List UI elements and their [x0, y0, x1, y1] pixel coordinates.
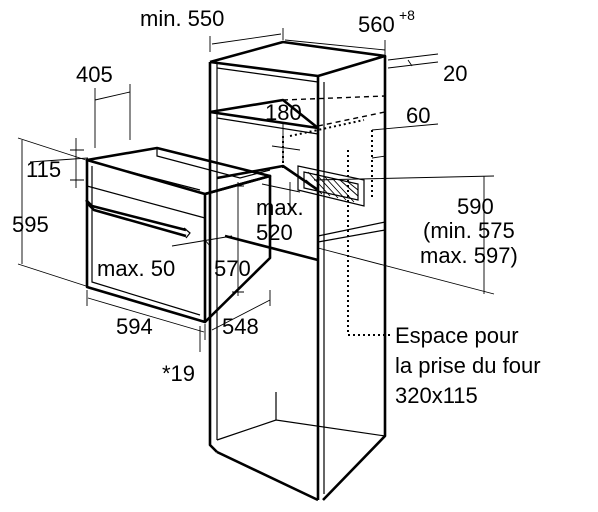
label-180: 180 [265, 100, 302, 125]
socket-note-line3: 320x115 [395, 383, 478, 408]
label-60: 60 [406, 103, 430, 128]
dim-570 [232, 182, 244, 296]
dim-405 [94, 84, 131, 148]
label-520: 520 [256, 220, 293, 245]
socket-leader-line [347, 150, 392, 336]
dim-max-50 [171, 235, 233, 247]
oven-niche-bottom-back [317, 221, 386, 237]
dim-595 [17, 137, 87, 287]
label-vent-max: max. [256, 195, 304, 220]
label-min-550: min. 550 [140, 6, 224, 31]
dimension-lines [17, 28, 495, 352]
dim-19 [199, 326, 211, 352]
label-405: 405 [76, 62, 113, 87]
dim-180 [271, 124, 301, 162]
label-548: 548 [222, 314, 259, 339]
dim-60 [371, 123, 439, 159]
dim-20 [387, 53, 439, 69]
oven-handle-end [183, 227, 191, 239]
vent-hatch-lines [305, 171, 359, 203]
cabinet-front-left-edge [208, 62, 218, 453]
label-590: 590 [457, 194, 494, 219]
cabinet-upper-shelf [209, 98, 320, 130]
socket-note-line2: la prise du four [395, 353, 541, 378]
oven-niche-bottom-front [224, 234, 319, 262]
dim-115 [29, 138, 89, 188]
dim-max-520 [261, 182, 301, 212]
label-max-50: max. 50 [97, 256, 175, 281]
oven-handle-bar [85, 199, 187, 232]
oven-niche-bottom-back-2 [317, 229, 386, 243]
label-594: 594 [116, 314, 153, 339]
cabinet-bottom-inner [216, 419, 386, 441]
label-590-min: (min. 575 [423, 218, 515, 243]
dim-594 [86, 290, 206, 340]
oven-side [204, 174, 272, 323]
oven-control-strip [86, 185, 206, 219]
cabinet-top-lip [216, 67, 319, 83]
label-570: 570 [214, 256, 251, 281]
dim-min-550 [209, 28, 284, 52]
label-595: 595 [12, 212, 49, 237]
cabinet-bottom-front [216, 450, 319, 502]
oven-top-lip [91, 161, 201, 191]
vent-frame [297, 165, 365, 207]
label-115: 115 [26, 157, 61, 182]
oven-front-panel [85, 158, 207, 324]
rear-vent-panel [282, 119, 373, 207]
oven [85, 146, 272, 324]
label-590-max: max. 597) [420, 243, 518, 268]
oven-rear-rail [156, 148, 271, 179]
upper-shelf-rear-dashed [282, 95, 386, 101]
upper-shelf-back-dashed [317, 111, 386, 127]
label-20: 20 [443, 61, 467, 86]
dim-560 [284, 39, 386, 60]
label-560: 560 [358, 12, 395, 37]
label-19: *19 [162, 361, 195, 386]
vent-dotted-outline [282, 119, 373, 200]
oven-handle-bar-lower [87, 203, 187, 238]
socket-note-line1: Espace pour [395, 323, 519, 348]
label-560-tolerance: +8 [399, 7, 415, 23]
dimension-labels: min. 550 560 +8 20 405 180 60 115 595 59… [12, 6, 541, 408]
dim-548 [211, 290, 271, 331]
upper-shelf-lip [216, 117, 319, 135]
